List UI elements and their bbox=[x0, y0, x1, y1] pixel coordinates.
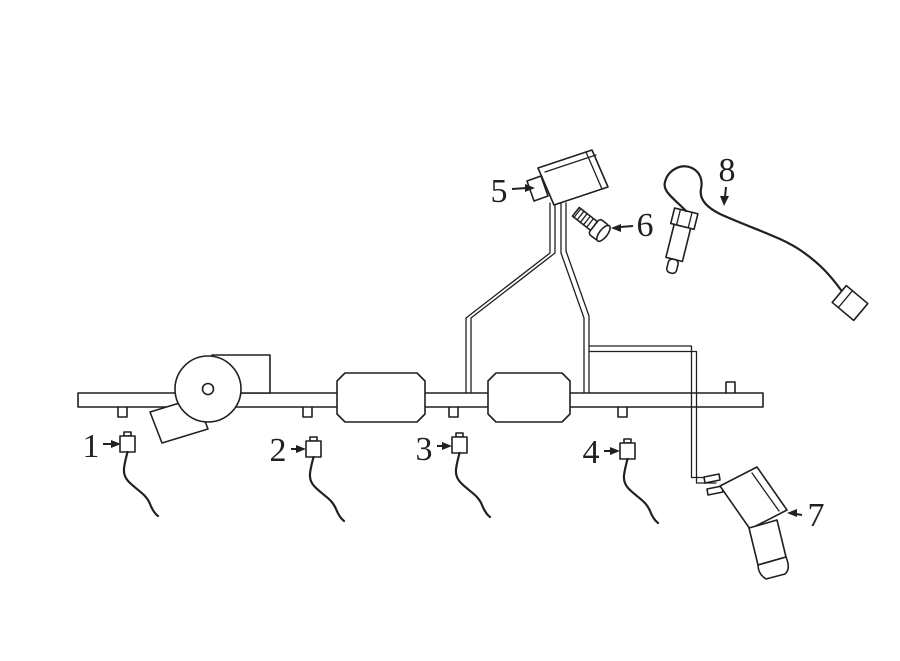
connector-body bbox=[451, 436, 468, 454]
catalytic-converter-front bbox=[336, 372, 426, 423]
module-housing bbox=[719, 466, 788, 530]
callout-3: 3 bbox=[416, 431, 452, 468]
callout-5-arrow bbox=[511, 187, 528, 190]
o2-harness-connector bbox=[831, 284, 869, 322]
o2-sensor-lead-wire bbox=[663, 165, 843, 292]
callout-1: 1 bbox=[83, 428, 121, 465]
turbocharger bbox=[149, 354, 271, 444]
callout-5-arrowhead bbox=[525, 184, 535, 192]
module-housing-line bbox=[751, 472, 780, 512]
rail-hanger-tab-1 bbox=[117, 406, 128, 418]
connector-pigtail bbox=[622, 457, 660, 525]
module-boot-cap bbox=[757, 556, 790, 580]
connector-pigtail bbox=[308, 455, 346, 523]
callout-8-arrow bbox=[724, 186, 727, 198]
oxygen-sensor-harness bbox=[663, 165, 869, 322]
callout-7: 7 bbox=[787, 497, 825, 534]
rail-hanger-tab-2 bbox=[302, 406, 313, 418]
hose-left-run bbox=[465, 202, 556, 394]
connector-body bbox=[305, 440, 322, 458]
callout-1-arrowhead bbox=[111, 440, 121, 448]
callout-1-label[interactable]: 1 bbox=[83, 428, 100, 465]
hose-right-run bbox=[560, 202, 590, 394]
o2-harness-connector-line bbox=[837, 290, 854, 309]
callout-7-arrowhead bbox=[787, 509, 797, 517]
sensor-bolt bbox=[571, 206, 611, 243]
rail-hanger-tab-3 bbox=[448, 406, 459, 418]
callout-2: 2 bbox=[270, 432, 306, 469]
connector-body bbox=[119, 435, 136, 453]
callout-2-label[interactable]: 2 bbox=[270, 432, 287, 469]
sensor-chamfer-line bbox=[544, 154, 597, 173]
oxygen-sensor-connector-2 bbox=[305, 436, 346, 523]
bolt-head-face bbox=[596, 224, 611, 243]
callout-3-label[interactable]: 3 bbox=[416, 431, 433, 468]
callout-6-arrowhead bbox=[611, 224, 621, 232]
callout-8: 8 bbox=[719, 152, 736, 206]
catalytic-converter-rear bbox=[487, 372, 571, 423]
callout-6-arrow bbox=[619, 225, 634, 228]
callout-8-label[interactable]: 8 bbox=[719, 152, 736, 189]
callout-4: 4 bbox=[583, 434, 620, 471]
rail-hanger-tab-4 bbox=[617, 406, 628, 418]
o2-sensor-tip bbox=[665, 258, 679, 275]
turbo-scroll bbox=[174, 355, 242, 423]
callout-6-label[interactable]: 6 bbox=[637, 207, 654, 244]
module-prong-1 bbox=[703, 473, 721, 484]
rail-upper-tab bbox=[725, 381, 736, 394]
pressure-sensor bbox=[526, 149, 609, 206]
sensor-connector-tab bbox=[526, 175, 549, 202]
callout-8-arrowhead bbox=[720, 196, 729, 206]
callout-4-arrowhead bbox=[610, 447, 620, 455]
callout-4-label[interactable]: 4 bbox=[583, 434, 600, 471]
bolt-threads bbox=[573, 208, 595, 228]
o2-sensor-hex-facets bbox=[675, 208, 693, 229]
connector-pigtail bbox=[122, 450, 160, 518]
hose-branch-to-module bbox=[588, 345, 718, 484]
turbo-hub bbox=[201, 382, 215, 396]
oxygen-sensor-connector-1 bbox=[119, 431, 160, 518]
o2-sensor-body bbox=[665, 223, 692, 263]
callout-6: 6 bbox=[611, 207, 654, 244]
connector-pigtail bbox=[454, 451, 492, 519]
oxygen-sensor-connector-4 bbox=[619, 438, 660, 525]
sensor-module bbox=[703, 466, 790, 580]
callout-7-label[interactable]: 7 bbox=[808, 497, 825, 534]
sensor-end-line bbox=[585, 151, 603, 190]
callout-5-label[interactable]: 5 bbox=[491, 173, 508, 210]
connector-body bbox=[619, 442, 636, 460]
module-prong-2 bbox=[706, 485, 724, 496]
callout-5: 5 bbox=[491, 173, 535, 210]
callout-3-arrowhead bbox=[442, 442, 452, 450]
callout-2-arrowhead bbox=[296, 445, 306, 453]
oxygen-sensor-connector-3 bbox=[451, 432, 492, 519]
